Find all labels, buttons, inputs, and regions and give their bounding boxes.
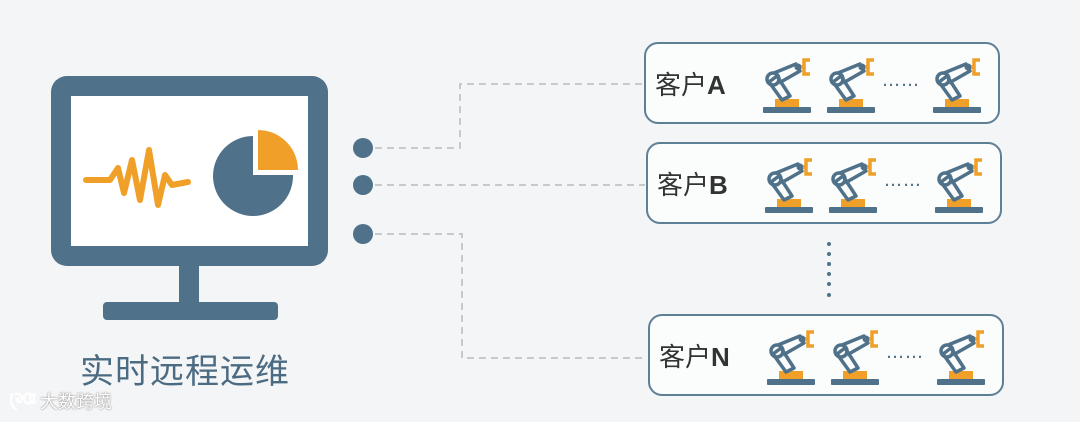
customer-box-a: 客户A …… [644, 42, 1000, 124]
robot-arm-icon [934, 328, 990, 388]
robot-ellipsis: …… [886, 342, 924, 363]
robot-arm-icon [764, 328, 820, 388]
connector-node-a [353, 138, 373, 158]
watermark-logo-icon [8, 390, 36, 412]
customer-box-b: 客户B …… [646, 142, 1002, 224]
robot-arm-icon [824, 56, 880, 116]
robot-arm-icon [762, 156, 818, 216]
connector-line-n [375, 234, 647, 358]
robot-arm-icon [930, 56, 986, 116]
diagram-caption: 实时远程运维 [80, 344, 320, 393]
watermark-text: 大数跨境 [40, 388, 112, 414]
robot-ellipsis: …… [882, 70, 920, 91]
customer-box-n: 客户N …… [648, 314, 1004, 396]
connector-node-n [353, 224, 373, 244]
monitor-icon [51, 76, 328, 320]
watermark: 大数跨境 [8, 388, 112, 414]
robot-arm-icon [826, 156, 882, 216]
robot-arm-icon [828, 328, 884, 388]
customer-label-n: 客户N [659, 337, 730, 374]
customer-label-a: 客户A [655, 65, 726, 102]
robot-ellipsis: …… [884, 170, 922, 191]
robot-arm-icon [760, 56, 816, 116]
robot-arm-icon [932, 156, 988, 216]
connector-line-a [375, 84, 645, 148]
customer-label-b: 客户B [657, 165, 728, 202]
vertical-ellipsis [827, 242, 831, 297]
connector-node-b [353, 175, 373, 195]
